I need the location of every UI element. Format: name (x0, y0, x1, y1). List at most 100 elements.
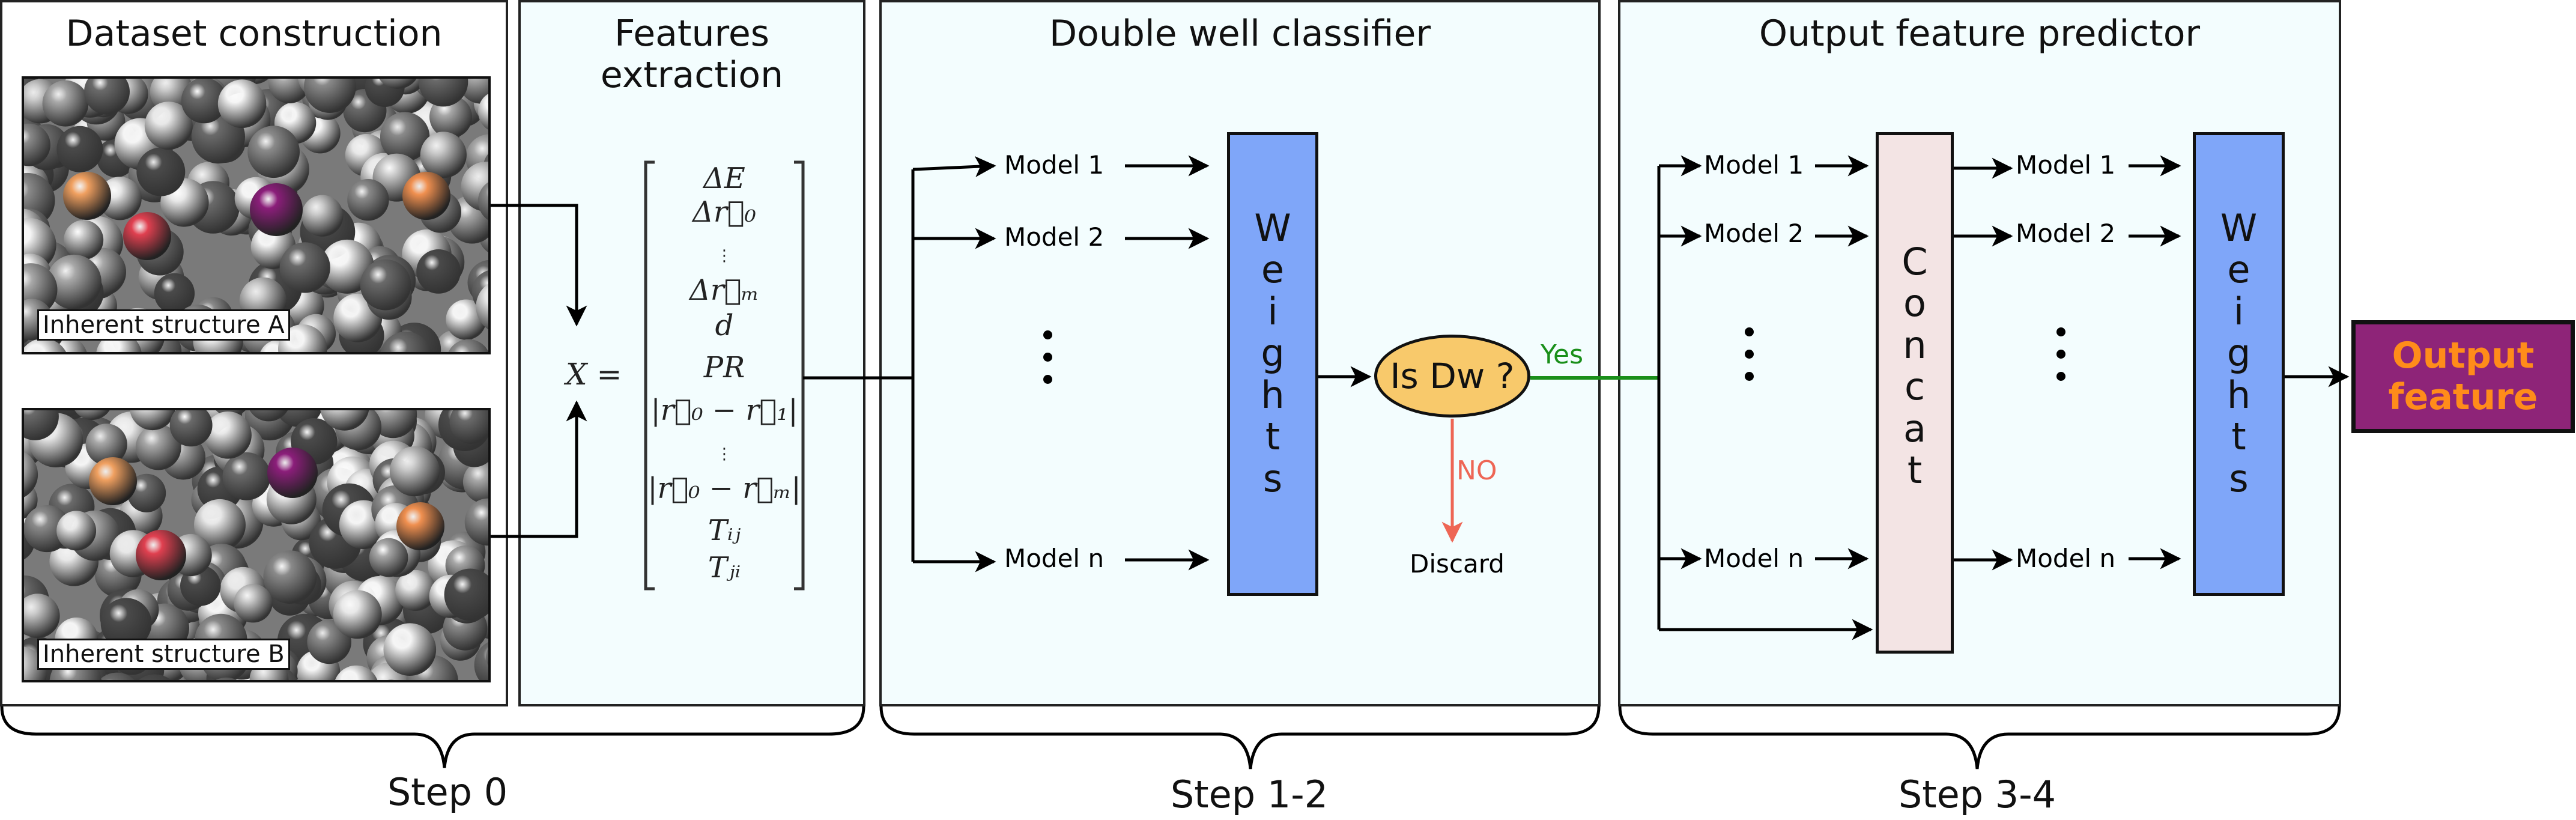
grey-atom (194, 499, 246, 551)
grey-atom (263, 550, 317, 604)
red-atom-icon (123, 212, 171, 260)
feature-vdots-2: ⋮ (717, 445, 732, 463)
grey-atom (462, 460, 488, 503)
vector-left-bracket (644, 160, 655, 591)
grey-atom (476, 284, 488, 330)
vector-right-bracket (794, 160, 805, 591)
grey-atom (222, 452, 271, 500)
grey-atom (279, 242, 330, 293)
feature-vdots-1: ⋮ (717, 247, 732, 265)
grey-atom (24, 410, 59, 440)
x-equals-label: X = (566, 357, 622, 392)
predictor-model-out-2: Model 2 (2016, 219, 2116, 248)
output-feature-box: Output feature (2351, 320, 2575, 433)
feature-delta-r0: Δr⃗₀ (692, 195, 756, 229)
grey-atom (249, 410, 288, 422)
image-b-label: Inherent structure B (37, 639, 290, 670)
grey-atom (360, 259, 411, 311)
feature-vector: ΔE Δr⃗₀ ⋮ Δr⃗ₘ d PR |r⃗₀ − r⃗₁| ⋮ |r⃗₀ −… (646, 158, 803, 591)
feature-pr: PR (703, 351, 745, 384)
stacked-letter: s (2229, 456, 2249, 500)
predictor-in-ellipsis (1745, 327, 1757, 394)
predictor-in-arrows (1815, 155, 1869, 569)
grey-atom (420, 132, 467, 178)
step-brace-1-2 (879, 706, 1601, 770)
stacked-letter: t (2231, 415, 2246, 459)
vector-to-classifier-lines (803, 156, 996, 572)
decision-oval: Is Dw ? (1374, 335, 1530, 418)
structure-image-b: Inherent structure B (22, 408, 491, 682)
orange-atom-icon (396, 502, 444, 550)
grey-atom (24, 338, 66, 352)
grey-atom (464, 498, 488, 546)
feature-delta-rm: Δr⃗ₘ (689, 273, 759, 307)
grey-atom (100, 598, 152, 649)
stacked-letter: W (1254, 206, 1291, 250)
grey-atom (130, 410, 175, 431)
image-a-label: Inherent structure A (37, 309, 290, 341)
predictor-model-in-1: Model 1 (1704, 150, 1804, 180)
features-title-line1: Features (614, 13, 769, 55)
concat-out-arrows (1954, 157, 2013, 571)
grey-atom (216, 677, 237, 680)
grey-atom (136, 147, 186, 196)
no-label: NO (1456, 455, 1497, 486)
orange-atom-icon (402, 172, 450, 220)
features-title-line2: extraction (600, 54, 784, 96)
grey-atom (486, 648, 488, 666)
step-label-3-4: Step 3-4 (1898, 773, 2056, 816)
stacked-letter: i (2233, 289, 2244, 333)
grey-atom (24, 505, 71, 553)
stacked-letter: t (1907, 448, 1923, 493)
grey-atom (99, 672, 135, 680)
classifier-title: Double well classifier (1049, 13, 1431, 55)
output-line1: Output (2392, 335, 2535, 377)
predictor-model-out-1: Model 1 (2016, 150, 2116, 180)
classifier-model-1: Model 1 (1004, 150, 1105, 180)
stacked-letter: a (1903, 406, 1926, 451)
grey-atom (181, 79, 227, 124)
grey-atom (56, 126, 103, 172)
grey-atom (84, 79, 130, 115)
stacked-letter: h (1261, 372, 1285, 417)
grey-atom (477, 182, 488, 220)
predictor-model-in-2: Model 2 (1704, 219, 1804, 248)
grey-atom (379, 79, 417, 89)
grey-atom (369, 410, 417, 439)
grey-atom (169, 410, 213, 447)
features-title: Features extraction (521, 13, 863, 96)
grey-atom (24, 123, 50, 166)
step-brace-0 (0, 706, 865, 768)
grey-atom (335, 665, 378, 680)
grey-atom (64, 220, 104, 260)
predictor-model-out-n: Model n (2016, 544, 2116, 573)
grey-atom (448, 339, 488, 352)
classifier-ellipsis (1043, 330, 1055, 397)
classifier-model-2: Model 2 (1004, 222, 1105, 252)
grey-atom (320, 410, 369, 431)
stacked-letter: t (1265, 415, 1280, 459)
predictor-out-ellipsis (2056, 327, 2068, 394)
classifier-model-arrows (1125, 155, 1210, 571)
orange-atom-icon (89, 457, 137, 505)
step-brace-3-4 (1618, 706, 2341, 770)
stacked-letter: s (1262, 456, 1283, 500)
stacked-letter: h (2226, 372, 2251, 417)
grey-atom (154, 273, 195, 314)
predictor-out-arrows (2129, 155, 2181, 569)
grey-atom (418, 79, 468, 107)
grey-atom (347, 179, 389, 221)
grey-atom (333, 590, 382, 639)
stacked-letter: g (1261, 331, 1285, 375)
stacked-letter: i (1267, 289, 1278, 333)
grey-atom (135, 424, 181, 470)
stacked-letter: n (1903, 323, 1927, 367)
step-label-1-2: Step 1-2 (1170, 773, 1329, 816)
predictor-title: Output feature predictor (1759, 13, 2201, 55)
grey-atom (474, 642, 488, 680)
grey-atom (416, 249, 461, 294)
stacked-letter: e (2227, 248, 2250, 292)
